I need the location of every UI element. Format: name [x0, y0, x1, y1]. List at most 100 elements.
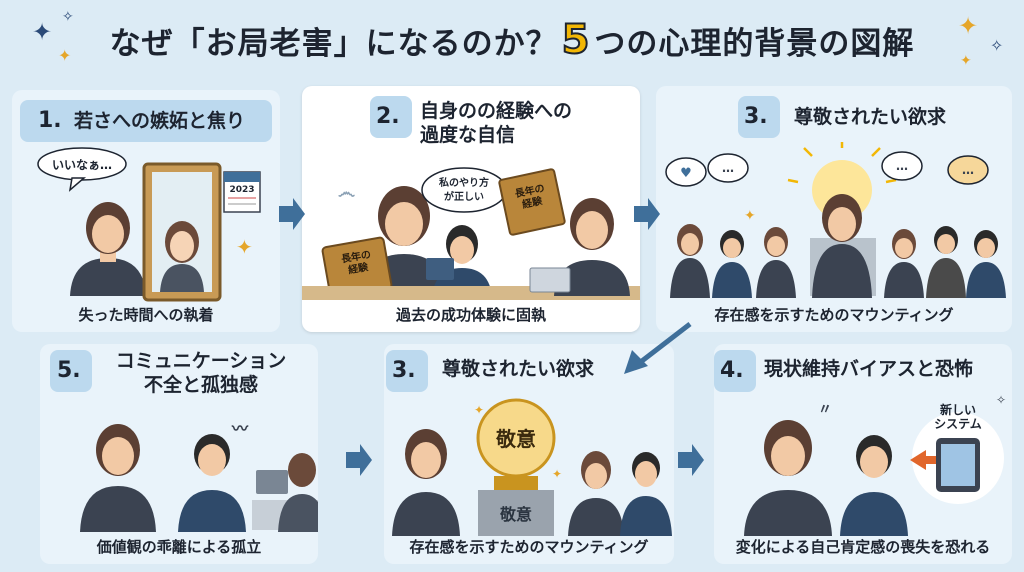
text-line: 経験 [347, 260, 370, 276]
panel-caption: 変化による自己肯定感の喪失を恐れる [735, 538, 991, 556]
panel-number: 5. [57, 358, 81, 383]
panel-chip [20, 100, 272, 142]
svg-text:✦: ✦ [474, 403, 484, 417]
panel-chip [738, 96, 780, 138]
panel-chip [370, 96, 412, 138]
panel-1: 1. 若さへの嫉妬と焦り いいなぁ… 2023 ✦ 失った時間への執着 [12, 90, 280, 332]
title-prefix: なぜ「お局老害」になるのか？ [109, 25, 558, 62]
panel-chip [386, 350, 428, 392]
panel-number: 1. [38, 108, 62, 133]
page-title: なぜ「お局老害」になるのか？ 5 つの心理的背景の図解 [0, 8, 1024, 72]
young-man-figure [178, 434, 246, 532]
older-woman-figure [70, 202, 146, 296]
panel-number: 3. [392, 358, 416, 383]
arrow-right-icon [279, 198, 305, 230]
panel-caption: 失った時間への執着 [78, 306, 214, 324]
svg-text:♥: ♥ [680, 166, 692, 181]
panel-title: 現状維持バイアスと恐怖 [764, 358, 974, 380]
envy-bubble-text: いいなぁ… [52, 158, 112, 172]
older-woman-figure [392, 429, 460, 536]
respect-desire-illustration: ♥ … … … ✦ [665, 142, 1006, 298]
panel-title: 尊敬されたい欲求 [794, 106, 947, 128]
panel-title: 尊敬されたい欲求 [442, 358, 595, 380]
coworker-figure [966, 230, 1006, 298]
coworker-figure [278, 453, 318, 532]
panel-2: 2. 自身のの経験への 過度な自信 ෴ 長年の経験 私のやり方 が正しい 長年の… [302, 86, 640, 332]
book-icon: 長年の経験 [321, 236, 393, 300]
panel-number: 4. [720, 358, 744, 383]
panel-3b: 3. 尊敬されたい欲求 敬意 敬意 ✦ ✦ 存在感を示すためのマウンティング [384, 344, 674, 564]
svg-text:…: … [962, 163, 974, 177]
older-woman-figure [80, 424, 156, 532]
arrow-right-icon [634, 198, 660, 230]
system-label-line-1: 新しい [940, 402, 976, 417]
title-suffix: つの心理的背景の図解 [594, 25, 915, 62]
coworker-figure [712, 230, 752, 298]
calendar-icon: 2023 [223, 171, 261, 213]
arrow-right-icon [346, 444, 372, 476]
pedestal [478, 490, 554, 536]
coworker-figure [884, 229, 924, 298]
panel-3: 3. 尊敬されたい欲求 ♥ … … … ✦ 存在感を示すためのマウンティング [656, 86, 1012, 332]
arrow-down-left-icon [624, 322, 692, 374]
coworker-figure [756, 227, 796, 298]
panel-number: 3. [744, 104, 768, 129]
trophy-icon: 敬意 敬意 [476, 398, 556, 536]
bubble-line-2: が正しい [444, 190, 484, 203]
sparkle-icon: ✦ [236, 235, 253, 259]
pedestal-label: 敬意 [499, 505, 532, 524]
coworker-figure [926, 226, 966, 298]
speech-bubble-icon [881, 151, 923, 181]
older-woman-figure [554, 198, 630, 296]
sparkle-icon: ✦ [744, 208, 756, 224]
panel-caption: 過去の成功体験に固執 [395, 306, 546, 324]
broken-heart-bubble [665, 157, 707, 187]
young-man-figure [840, 435, 908, 536]
trophy-label: 敬意 [495, 427, 536, 451]
panel-title: コミュニケーション 不全と孤独感 [115, 350, 287, 396]
speech-bubble-icon [947, 155, 989, 185]
system-label-line-2: システム [934, 417, 982, 431]
jealousy-illustration: いいなぁ… 2023 ✦ [37, 147, 261, 302]
text-line: 経験 [521, 194, 544, 211]
overconfidence-illustration: ෴ 長年の経験 私のやり方 が正しい 長年の経験 [302, 167, 640, 300]
laptop-icon [529, 267, 571, 293]
tablet-icon [426, 258, 454, 280]
sparkle-icon: ✦ [960, 53, 972, 69]
arrow-right-icon [678, 444, 704, 476]
svg-text:…: … [896, 159, 908, 173]
svg-text:✧: ✧ [996, 394, 1006, 407]
svg-text:〃: 〃 [818, 402, 832, 418]
sparkle-icon: ✦ [32, 18, 53, 46]
older-woman-figure [744, 420, 832, 536]
panel-caption: 存在感を示すためのマウンティング [714, 306, 954, 324]
panel-4: 4. 現状維持バイアスと恐怖 〃 新しい システム ✧ 変化による自己肯定感の喪… [714, 344, 1012, 564]
laptop-icon [256, 470, 288, 494]
speech-bubble-icon [707, 153, 749, 183]
older-woman-figure [812, 194, 872, 298]
panel-caption: 価値観の乖離による孤立 [96, 538, 262, 556]
panel-caption: 存在感を示すためのマウンティング [409, 538, 649, 556]
title-number: 5 [561, 16, 591, 64]
svg-text:…: … [722, 161, 734, 175]
sparkle-icon: ✦ [958, 12, 979, 40]
mounting-illustration: 敬意 敬意 ✦ ✦ [392, 398, 672, 536]
panel-title: 自身のの経験への 過度な自信 [420, 100, 573, 146]
panel-chip [50, 350, 92, 392]
arrow-left-icon [910, 450, 936, 470]
svg-text:〰: 〰 [231, 419, 249, 438]
coworker-figure [670, 224, 710, 298]
book-icon: 長年の経験 [498, 168, 566, 236]
panel-chip [714, 350, 756, 392]
panel-5: 5. コミュニケーション 不全と孤独感 〰 価値観の乖離による孤立 [40, 344, 318, 564]
sparkle-icon: ✧ [990, 36, 1004, 55]
bubble-line-1: 私のやり方 [438, 176, 489, 189]
young-man-figure [620, 452, 672, 536]
status-quo-illustration: 〃 新しい システム ✧ [744, 394, 1006, 536]
isolation-illustration: 〰 [80, 419, 318, 532]
coworker-figure [568, 451, 624, 536]
calendar-year: 2023 [229, 185, 254, 195]
svg-text:෴: ෴ [338, 182, 355, 203]
svg-text:✦: ✦ [552, 467, 562, 481]
sparkle-icon: ✧ [62, 9, 74, 25]
